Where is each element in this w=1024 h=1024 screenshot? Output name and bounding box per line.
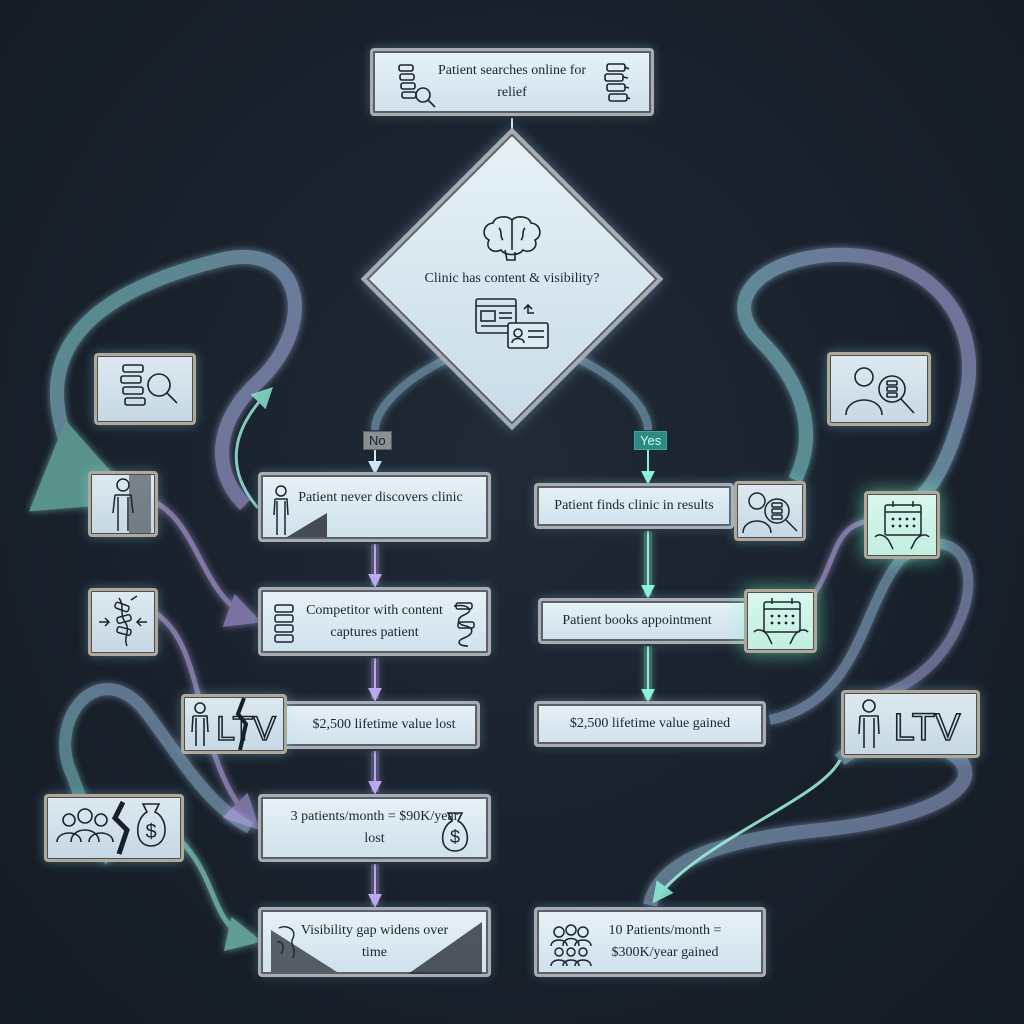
person-ltv-broken-icon: LTV: [181, 694, 287, 754]
person-spine-search-icon: [827, 352, 931, 426]
yes-step-2: Patient books appointment: [538, 598, 750, 644]
no-step-1-label: Patient never discovers clinic: [298, 490, 463, 505]
calendar-hands-icon: [864, 491, 940, 559]
start-node: Patient searches online for relief: [370, 48, 654, 116]
globe-gap-icon: [267, 918, 337, 982]
brain-icon: [479, 214, 545, 267]
money-bag-icon: $: [436, 809, 474, 863]
no-step-1: Patient never discovers clinic: [258, 472, 491, 542]
no-step-3-label: $2,500 lifetime value lost: [312, 717, 456, 732]
no-step-2: Competitor with content captures patient: [258, 587, 491, 656]
spine-search-icon: [393, 61, 439, 117]
decision-label: Clinic has content & visibility?: [424, 271, 600, 286]
yes-step-3: $2,500 lifetime value gained: [534, 701, 766, 747]
yes-step-2-label: Patient books appointment: [562, 613, 712, 628]
group-money-broken-icon: $: [44, 794, 184, 862]
yes-step-4: 10 Patients/month = $300K/year gained: [534, 907, 766, 977]
calendar-hands-icon: [744, 589, 817, 653]
svg-text:LTV: LTV: [893, 707, 961, 749]
svg-text:$: $: [145, 821, 156, 843]
spine-search-icon: [94, 353, 196, 425]
person-icon: [88, 471, 158, 537]
spine-pressure-icon: [88, 588, 158, 656]
spine-twisted-icon: [448, 600, 480, 656]
yes-step-1-label: Patient finds clinic in results: [554, 498, 714, 513]
yes-branch-label: Yes: [634, 431, 668, 450]
no-step-4: 3 patients/month = $90K/year lost $: [258, 794, 491, 862]
no-branch-label: No: [363, 431, 392, 450]
no-step-3: $2,500 lifetime value lost: [258, 701, 480, 749]
start-node-label: Patient searches online for relief: [437, 63, 587, 100]
no-step-5: Visibility gap widens over time: [258, 907, 491, 977]
no-step-4-label: 3 patients/month = $90K/year lost: [290, 809, 459, 846]
person-icon: [267, 483, 327, 547]
web-profile-icon: [472, 295, 552, 356]
yes-step-3-label: $2,500 lifetime value gained: [569, 716, 731, 731]
group-icon: [547, 922, 595, 976]
spine-icon: [271, 602, 297, 656]
growth-wedge-icon: [408, 920, 482, 982]
spine-icon: [599, 61, 633, 117]
svg-text:$: $: [450, 827, 460, 847]
no-step-2-label: Competitor with content captures patient: [306, 602, 443, 640]
no-step-5-label: Visibility gap widens over time: [300, 923, 449, 960]
yes-step-1: Patient finds clinic in results: [534, 483, 734, 529]
yes-step-4-label: 10 Patients/month = $300K/year gained: [608, 923, 722, 960]
person-ltv-icon: LTV: [841, 690, 980, 758]
person-spine-search-icon: [734, 481, 806, 541]
